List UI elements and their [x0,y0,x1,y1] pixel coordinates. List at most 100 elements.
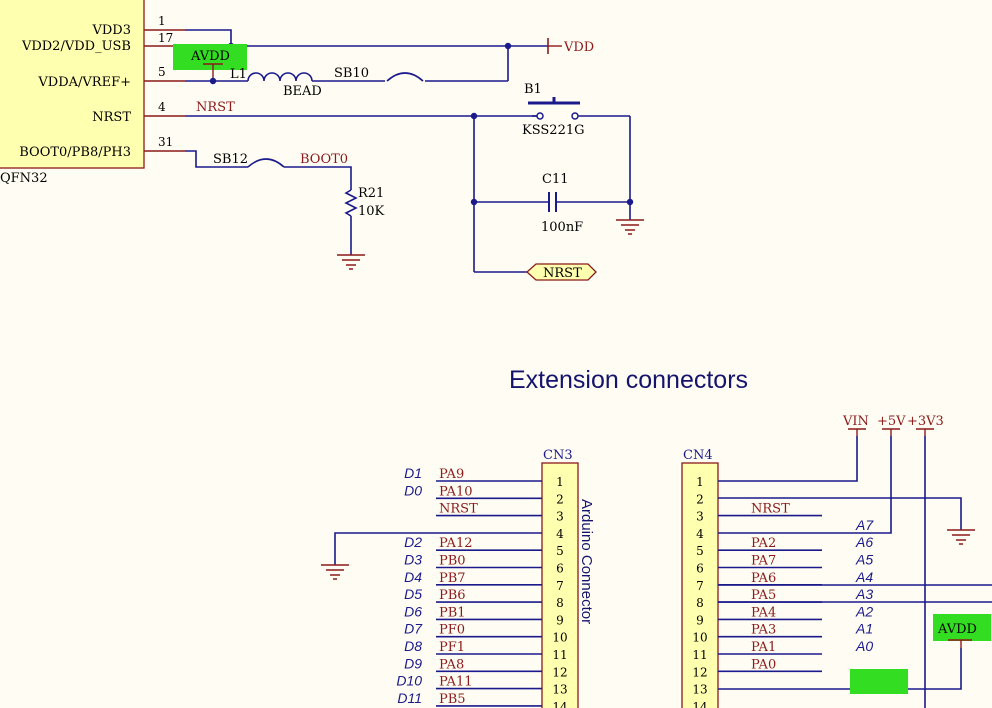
cn3-pin-number: 12 [552,665,567,679]
cn3-arduino-label: D10 [396,673,422,689]
cn3-arduino-label: D7 [404,621,423,637]
mcu-ic: VDD3 VDD2/VDD_USB VDDA/VREF+ NRST BOOT0/… [0,0,185,186]
cn3-arduino-label: D0 [404,482,422,498]
section-title: Extension connectors [509,366,748,394]
cn3-pin-number: 13 [552,683,567,697]
cn3-pin-number: 10 [552,631,567,645]
cn3-pin-number: 8 [556,596,564,610]
ic-package: QFN32 [0,171,48,186]
cn3-arduino-label: D2 [404,534,422,550]
cn4-signal-label: PA5 [751,588,776,603]
b1-value: KSS221G [522,123,585,138]
cn4-pin-number: 3 [696,510,704,524]
avdd-label-bottom: AVDD [937,622,977,637]
cn4-pin-number: 6 [696,562,704,576]
cn3-signal-label: PB6 [439,588,466,603]
pin-name-vdd3: VDD3 [91,23,131,38]
pin-name-vdd2: VDD2/VDD_USB [21,39,131,54]
pin-num-31: 31 [158,135,173,149]
mcu-body [0,0,145,169]
nrst-port-label: NRST [543,266,582,281]
c11-capacitor: C11 100nF [541,172,645,235]
cn4-pin-number: 2 [696,492,704,506]
nrst-port [526,263,597,281]
cn3-arduino-label: D9 [404,655,422,671]
cn3-arduino-label: D11 [397,690,422,706]
cn4-signal-label: PA2 [751,536,776,551]
cn4-signal-label: PA1 [751,640,776,655]
cn4-ref: CN4 [683,448,713,463]
cn4-signal-label: PA0 [751,657,776,672]
cn3-pin-number: 1 [556,475,564,489]
cn3-pin-number: 4 [556,527,564,541]
cn3-signal-label: PB0 [439,554,466,569]
cn4-pin-number: 10 [692,631,707,645]
cn4-arduino-label: A7 [855,517,874,533]
p5v-label: +5V [877,414,906,429]
avdd-label-top: AVDD [173,44,247,81]
cn3-signal-label: PF1 [439,640,465,655]
pin-name-nrst: NRST [92,110,131,125]
cn3-arduino-label: D3 [404,552,422,568]
cn4-pin-number: 4 [696,527,704,541]
cn4-pin-number: 7 [696,579,704,593]
cn3-arduino-label: D1 [404,465,422,481]
cn3-ref: CN3 [543,448,573,463]
cn3-pin-number: 9 [556,613,564,627]
c11-value: 100nF [541,220,583,235]
cn3-signal-label: PA10 [439,484,472,499]
cn3-signal-label: PB7 [439,571,466,586]
r21-value: 10K [358,204,385,219]
boot0-net: SB12 BOOT0 R21 10K [185,150,385,270]
c11-ref: C11 [542,172,569,187]
cn4-signal-label: NRST [751,502,790,517]
cn4-pin-number: 13 [692,683,707,697]
vdda-net: L1 BEAD SB10 [185,66,508,99]
cn3-arduino-label: D6 [404,603,422,619]
cn4-signal-label: PA6 [751,571,776,586]
cn4-pin-number: 8 [696,596,704,610]
pin-name-boot0: BOOT0/PB8/PH3 [19,145,131,160]
nrst-net: NRST NRST [185,100,597,281]
cn3-label: Arduino Connector [578,499,595,624]
nrst-net-label: NRST [196,100,235,115]
pin-num-17: 17 [158,31,173,45]
vin-label: VIN [842,414,869,429]
cn3-pin-number: 6 [556,562,564,576]
cn4-signal-label: PA3 [751,623,776,638]
cn4-arduino-label: A1 [855,621,873,637]
cn3-pin-number: 11 [552,648,567,662]
cn3-connector: CN3 Arduino Connector 1PA9D12PA10D03NRST… [320,448,595,708]
cn4-arduino-label: A2 [855,603,873,619]
cn3-pin-number: 3 [556,510,564,524]
cn3-signal-label: PA11 [439,675,472,690]
cn4-pin-number: 12 [692,665,707,679]
cn4-signal-label: PA7 [751,554,776,569]
cn4-arduino-label: A5 [855,552,873,568]
b1-ref: B1 [524,82,542,97]
cn3-signal-label: PF0 [439,623,465,638]
l1-ref: L1 [230,67,247,82]
cn4-signal-label: PA4 [751,605,776,620]
cn3-pin-number: 7 [556,579,564,593]
cn3-arduino-label: D4 [404,569,422,585]
l1-value: BEAD [283,84,322,99]
gnd-icon [946,529,976,545]
cn3-signal-label: PA9 [439,467,464,482]
sb10-label: SB10 [334,66,369,81]
r21-ref: R21 [358,186,384,201]
gnd-icon [615,219,645,235]
cn3-pin-number: 5 [556,544,564,558]
cn4-pin-number: 14 [692,700,708,708]
cn4-pin-number: 11 [692,648,707,662]
pin-num-4: 4 [158,100,166,114]
sb12-label: SB12 [213,152,248,167]
pin-num-1: 1 [158,14,166,28]
pin-name-vdda: VDDA/VREF+ [37,75,131,90]
gnd-icon [336,254,366,270]
cn3-signal-label: PA12 [439,536,472,551]
vdd-label: VDD [563,40,594,55]
cn3-arduino-label: D5 [404,586,422,602]
